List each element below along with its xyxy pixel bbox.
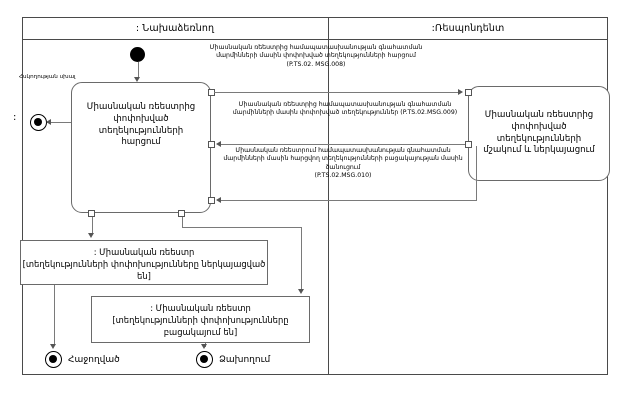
message-010-text: Միասնական ռեեստրում համապատասխանության գ…	[223, 147, 463, 171]
arrowhead-right-icon	[458, 89, 463, 95]
port-initiator-out-success[interactable]	[88, 210, 95, 217]
initial-node	[130, 47, 145, 62]
object-node-registry-empty-state: [տեղեկությունների փոփոխությունները բացակ…	[112, 315, 289, 337]
object-node-registry-updated-label: : Միասնական ռեեստր [տեղեկությունների փոփ…	[21, 241, 267, 282]
message-010-code: (P.TS.02.MSG.010)	[314, 172, 372, 180]
port-initiator-out-failure[interactable]	[178, 210, 185, 217]
final-node-failure-label: Ձախողում	[219, 355, 271, 365]
activity-initiator-request-label: Միասնական ռեեստրից փոփոխված տեղեկություն…	[86, 102, 196, 148]
flow-msg-010-vertical	[475, 146, 477, 201]
final-node-success	[45, 351, 62, 368]
final-node-success-label: Հաջողված	[68, 355, 120, 365]
activity-responder-process-label: Միասնական ռեեստրից փոփոխված տեղեկություն…	[483, 110, 595, 156]
activity-initiator-request[interactable]: Միասնական ռեեստրից փոփոխված տեղեկություն…	[71, 82, 211, 213]
port-responder-out-response[interactable]	[464, 141, 472, 148]
object-node-registry-updated-title: : Միասնական ռեեստր	[93, 247, 195, 257]
message-010: Միասնական ռեեստրում համապատասխանության գ…	[214, 147, 472, 181]
arrowhead-left-icon	[216, 141, 221, 147]
message-009: Միասնական ռեեստրից համապատասխանության գն…	[222, 101, 468, 118]
flow-to-registry-empty-seg3	[301, 227, 302, 289]
port-initiator-in-response[interactable]	[207, 141, 215, 148]
flow-msg-010-horizontal	[218, 200, 476, 201]
port-responder-in-request[interactable]	[464, 89, 472, 96]
message-009-text: Միասնական ռեեստրից համապատասխանության գն…	[232, 101, 458, 117]
swimlane-header-band	[22, 17, 608, 40]
flow-to-registry-empty-seg2	[181, 227, 302, 228]
arrowhead-left-icon	[216, 197, 221, 203]
activity-responder-process[interactable]: Միասնական ռեեստրից փոփոխված տեղեկություն…	[468, 86, 610, 181]
object-node-registry-updated[interactable]: : Միասնական ռեեստր [տեղեկությունների փոփ…	[20, 240, 268, 285]
flow-to-final-success	[53, 285, 55, 345]
port-initiator-in-notice[interactable]	[207, 197, 215, 204]
arrowhead-down-icon	[297, 289, 304, 294]
final-node-failure	[196, 351, 213, 368]
message-008-code: (P.TS.02. MSG.008)	[286, 60, 346, 68]
object-node-registry-empty-label: : Միասնական ռեեստր [տեղեկությունների փոփ…	[92, 297, 309, 338]
swimlane-title-responder: :Ռեսպոնդենտ	[431, 23, 505, 34]
swimlane-title-initiator: : Նախաձեռնող	[135, 23, 215, 34]
arrowhead-down-icon	[201, 344, 207, 349]
arrowhead-down-icon	[50, 344, 56, 349]
message-008-text: Միասնական ռեեստրից համապատասխանության գն…	[209, 44, 423, 60]
annotation-error-flow: Հսկողության սխալ	[19, 74, 76, 80]
colon-mark: :	[13, 112, 17, 123]
arrowhead-down-icon	[88, 233, 94, 238]
object-node-registry-empty-title: : Միասնական ռեեստր	[150, 303, 251, 313]
flow-to-registry-updated	[91, 217, 93, 234]
object-node-registry-updated-state: [տեղեկությունների փոփոխությունները ներկա…	[22, 259, 266, 281]
final-node-error	[30, 114, 47, 131]
object-node-registry-empty[interactable]: : Միասնական ռեեստր [տեղեկությունների փոփ…	[91, 296, 310, 343]
flow-start-to-request	[137, 62, 139, 78]
arrowhead-down-icon	[134, 77, 140, 82]
flow-to-registry-empty-seg1	[181, 217, 183, 227]
message-008: Միասնական ռեեստրից համապատասխանության գն…	[193, 44, 439, 69]
swimlane-divider	[328, 17, 329, 375]
flow-request-to-error-final	[47, 122, 71, 123]
arrowhead-left-icon	[46, 119, 51, 125]
flow-msg-009	[218, 144, 465, 145]
flow-msg-008	[214, 92, 460, 93]
